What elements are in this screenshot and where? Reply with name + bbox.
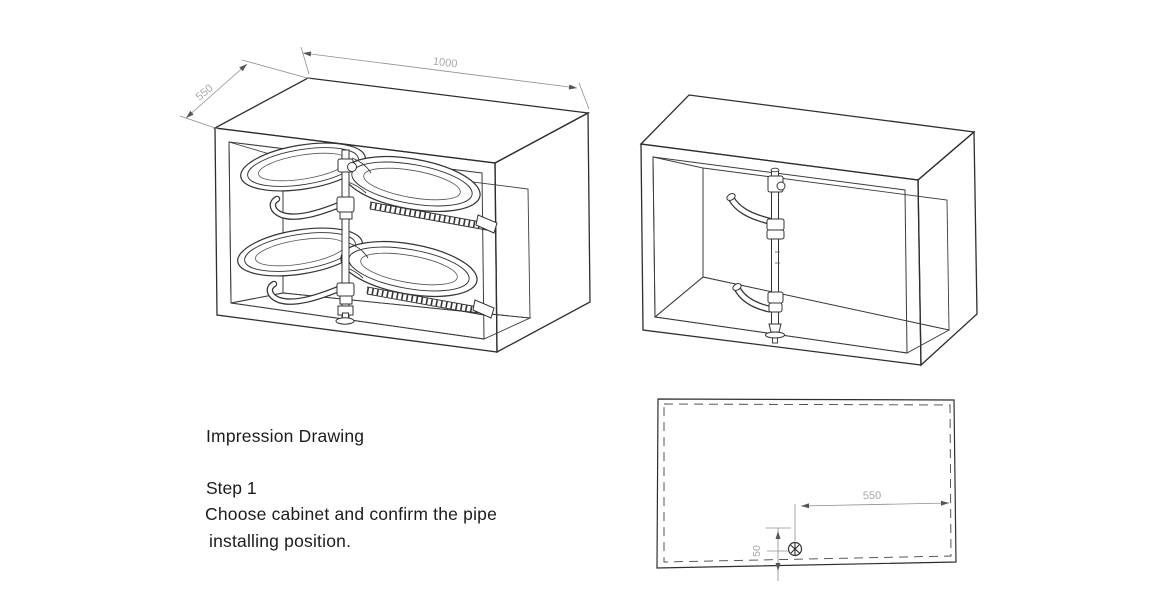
pipe-position-marker bbox=[787, 541, 803, 557]
cabinet-top-face bbox=[639, 94, 976, 181]
width-dimension-label: 1000 bbox=[432, 56, 458, 71]
cabinet-front-face bbox=[214, 127, 498, 353]
plan-inner-dashed-outline bbox=[663, 403, 952, 563]
step-instruction-line2: installing position. bbox=[209, 531, 352, 551]
cabinet-front-face bbox=[640, 143, 922, 366]
caption-title: Impression Drawing bbox=[206, 426, 365, 446]
offset-bottom-dimension-label: 50 bbox=[751, 545, 763, 557]
isometric-cabinet-with-pullout-drawing: 550 1000 bbox=[179, 46, 591, 354]
offset-dimension-550: 550 bbox=[794, 490, 950, 541]
step-instruction-line1: Choose cabinet and confirm the pipe bbox=[205, 504, 498, 524]
cabinet-interior-floor bbox=[653, 276, 951, 354]
offset-dimension-50: 50 bbox=[751, 527, 791, 581]
cabinet-interior-back-wall bbox=[702, 167, 950, 331]
step-title: Step 1 bbox=[206, 478, 257, 498]
plan-outer-outline bbox=[656, 398, 957, 569]
width-dimension-1000: 1000 bbox=[300, 46, 590, 110]
cabinet-interior-left-wall bbox=[652, 156, 704, 318]
mounting-pipe-assembly bbox=[726, 167, 786, 344]
cabinet-plan-view-drawing: 550 50 bbox=[656, 398, 957, 581]
offset-right-dimension-label: 550 bbox=[863, 490, 882, 502]
depth-dimension-550: 550 bbox=[179, 59, 312, 130]
pole-base-flange bbox=[335, 317, 355, 325]
cabinet-interior-floor bbox=[230, 292, 532, 340]
isometric-empty-cabinet-drawing bbox=[639, 94, 978, 367]
cabinet-top-face bbox=[212, 77, 591, 164]
depth-dimension-label: 550 bbox=[194, 82, 216, 103]
swivel-pullout-mechanism bbox=[234, 135, 497, 325]
pipe-base-flange bbox=[765, 331, 785, 339]
